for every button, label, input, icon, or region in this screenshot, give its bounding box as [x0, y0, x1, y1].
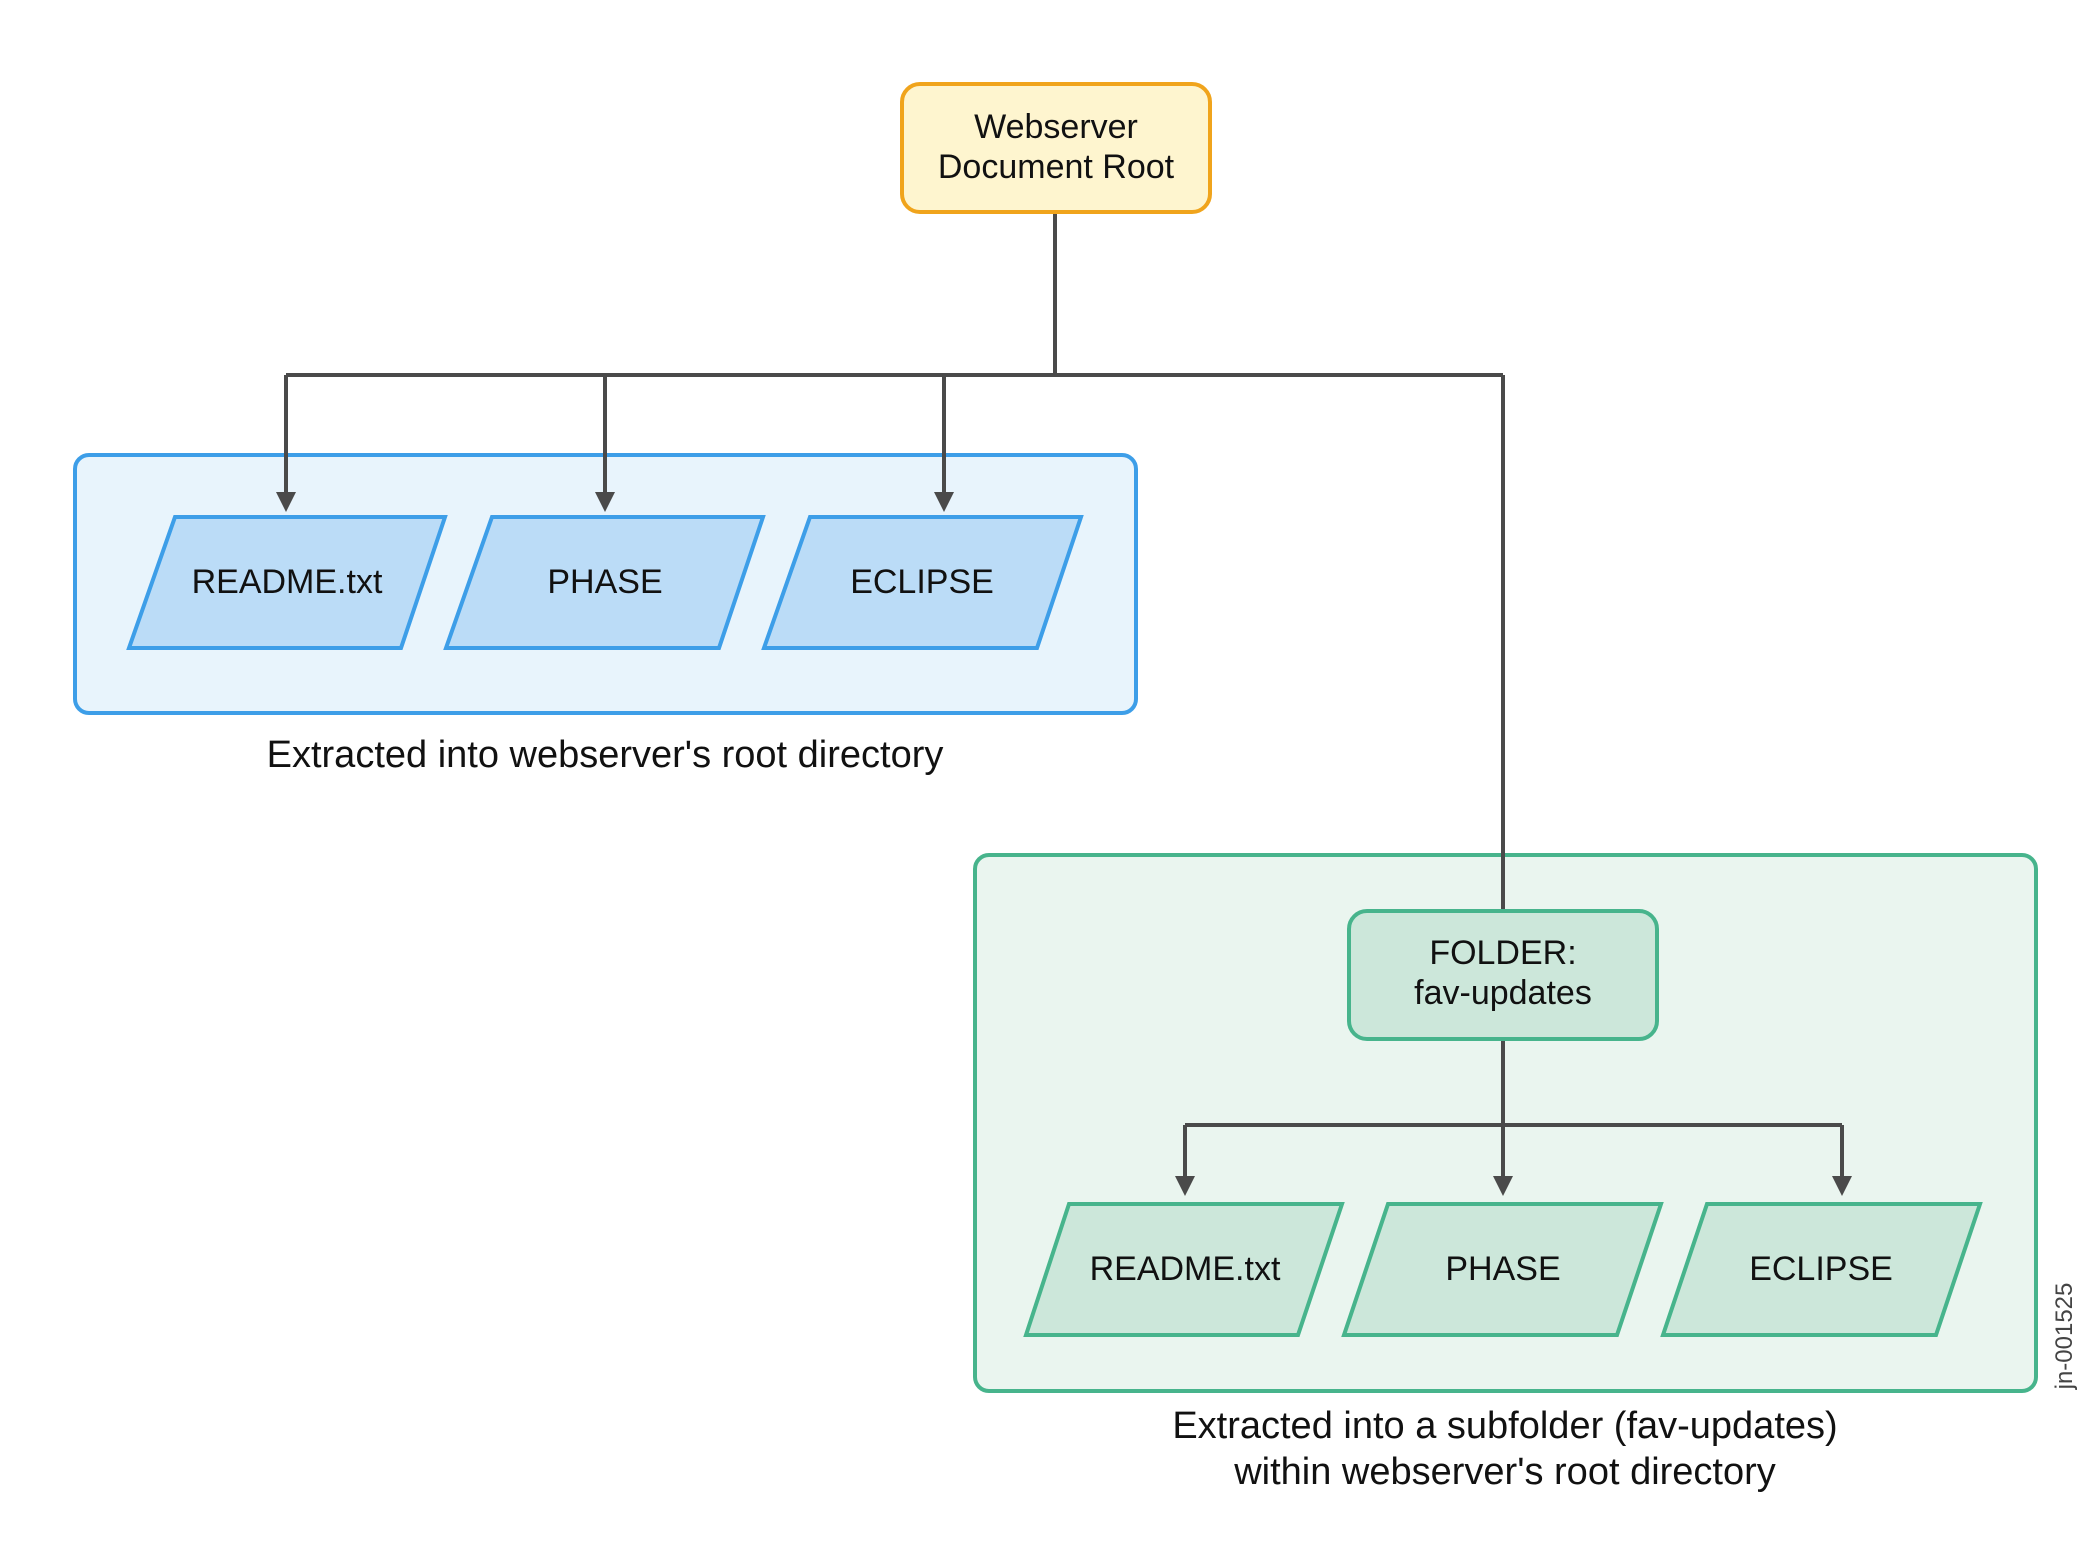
arrowhead-sub-readme [1175, 1176, 1195, 1196]
root-file-phase-label: PHASE [547, 563, 662, 601]
sub-file-readme-label: README.txt [1090, 1250, 1281, 1288]
root-group-caption: Extracted into webserver's root director… [267, 734, 944, 776]
sub-file-readme: README.txt [1023, 1202, 1345, 1337]
folder-node-line1: FOLDER: [1429, 934, 1576, 972]
root-node-line2: Document Root [938, 148, 1175, 186]
root-node-line1: Webserver [974, 108, 1138, 146]
webserver-document-root-node: Webserver Document Root [900, 82, 1212, 214]
folder-fav-updates-node: FOLDER: fav-updates [1347, 909, 1659, 1041]
root-file-phase: PHASE [443, 515, 766, 650]
sub-file-phase: PHASE [1341, 1202, 1664, 1337]
subfolder-caption-line2: within webserver's root directory [1233, 1451, 1776, 1493]
arrowhead-readme [276, 492, 296, 512]
sub-file-eclipse-label: ECLIPSE [1749, 1250, 1893, 1288]
root-file-readme-label: README.txt [192, 563, 383, 601]
arrowhead-eclipse [934, 492, 954, 512]
arrowheads [276, 492, 1852, 1196]
subfolder-caption-line1: Extracted into a subfolder (fav-updates) [1172, 1405, 1837, 1447]
sub-file-phase-label: PHASE [1445, 1250, 1560, 1288]
root-file-eclipse-label: ECLIPSE [850, 563, 994, 601]
root-file-eclipse: ECLIPSE [761, 515, 1084, 650]
arrowhead-sub-eclipse [1832, 1176, 1852, 1196]
arrowhead-phase [595, 492, 615, 512]
root-file-readme: README.txt [126, 515, 448, 650]
connectors [284, 212, 1844, 1180]
sub-file-eclipse: ECLIPSE [1660, 1202, 1983, 1337]
figure-id-label: jn-001525 [2051, 1283, 2078, 1391]
folder-node-line2: fav-updates [1414, 974, 1592, 1012]
arrowhead-sub-phase [1493, 1176, 1513, 1196]
